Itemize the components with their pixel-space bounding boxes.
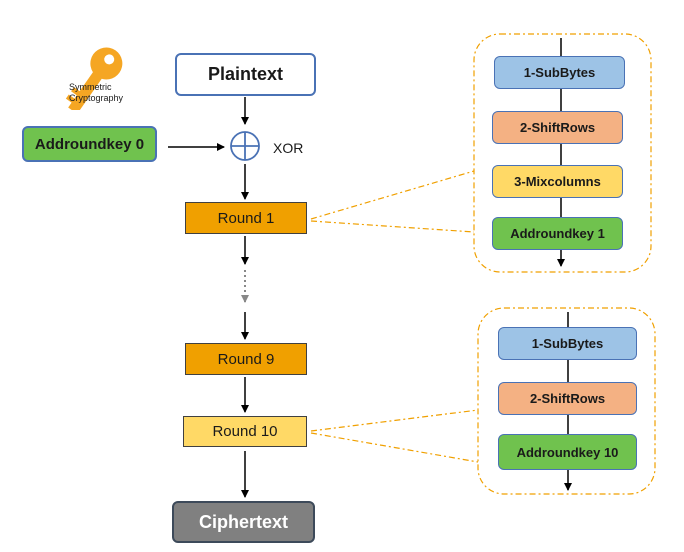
logo-caption: Symmetric Cryptography — [69, 82, 123, 104]
addroundkey0-box: Addroundkey 0 — [22, 126, 157, 162]
round1-subbytes-step: 1-SubBytes — [494, 56, 625, 89]
plaintext-box: Plaintext — [175, 53, 316, 96]
round1-mixcolumns-step: 3-Mixcolumns — [492, 165, 623, 198]
callout-line-round1-top — [310, 170, 475, 220]
round10-addroundkey-step: Addroundkey 10 — [498, 434, 637, 470]
callout-line-round10-bottom — [310, 432, 479, 463]
ciphertext-box: Ciphertext — [172, 501, 315, 543]
round10-detail-panel — [477, 307, 656, 495]
callout-line-round1-bottom — [310, 220, 475, 233]
key-icon — [65, 47, 123, 110]
round10-subbytes-step: 1-SubBytes — [498, 327, 637, 360]
round10-box: Round 10 — [183, 416, 307, 447]
round1-shiftrows-step: 2-ShiftRows — [492, 111, 623, 144]
round9-box: Round 9 — [185, 343, 307, 375]
logo-caption-line1: Symmetric — [69, 82, 112, 92]
xor-label: XOR — [273, 140, 304, 156]
callout-line-round10-top — [310, 409, 479, 432]
xor-symbol — [230, 131, 260, 161]
round10-shiftrows-step: 2-ShiftRows — [498, 382, 637, 415]
round1-addroundkey-step: Addroundkey 1 — [492, 217, 623, 250]
logo-caption-line2: Cryptography — [69, 93, 124, 103]
round1-box: Round 1 — [185, 202, 307, 234]
